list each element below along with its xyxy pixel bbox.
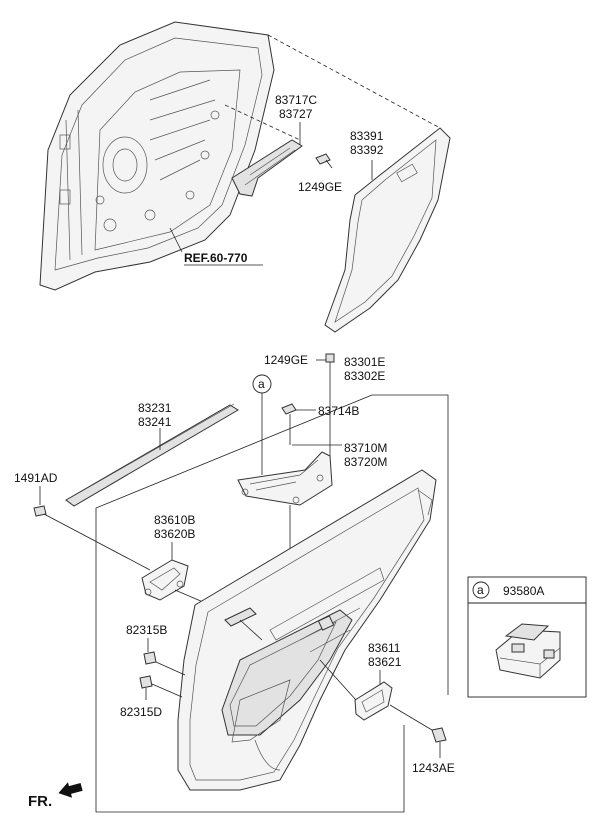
screw-1243ae — [431, 727, 447, 758]
screw-1249ge-top — [315, 153, 333, 169]
label-1249ge-top: 1249GE — [298, 180, 342, 194]
part-83710m-switch-panel — [237, 451, 333, 506]
label-83611: 83611 — [368, 641, 401, 655]
label-83610b: 83610B — [154, 513, 195, 527]
part-83610b-inner-handle — [141, 559, 189, 601]
window-switch-93580a — [495, 623, 561, 679]
label-82315d: 82315D — [120, 705, 162, 719]
label-83720m: 83720M — [344, 455, 387, 469]
label-fr: FR. — [28, 793, 52, 810]
door-trim-panel — [177, 469, 437, 791]
label-83621: 83621 — [368, 655, 402, 669]
label-83392: 83392 — [350, 143, 384, 157]
label-83727: 83727 — [279, 107, 313, 121]
door-inner-frame — [39, 21, 275, 291]
label-83620b: 83620B — [154, 527, 195, 541]
part-83611-bezel — [354, 681, 393, 721]
legend-part-93580a: 93580A — [503, 584, 544, 598]
clip-82315b — [143, 651, 157, 665]
clip-1491ad — [33, 505, 47, 517]
legend-callout-a — [472, 581, 490, 599]
part-83714b-clip — [281, 403, 297, 415]
label-83391: 83391 — [350, 129, 384, 143]
part-83391-seal — [324, 127, 451, 333]
label-83241: 83241 — [138, 415, 172, 429]
front-direction-arrow-icon — [58, 782, 83, 798]
legend-box: a 93580A — [467, 576, 587, 698]
label-83717c: 83717C — [275, 93, 317, 107]
label-83302e: 83302E — [344, 369, 385, 383]
part-83717c-bracket — [231, 139, 303, 197]
label-ref-60-770: REF.60-770 — [184, 251, 248, 265]
legend-letter: a — [477, 583, 484, 597]
label-1491ad: 1491AD — [14, 471, 58, 485]
clip-82315d — [139, 675, 153, 689]
label-83231: 83231 — [138, 401, 172, 415]
label-83301e: 83301E — [344, 355, 385, 369]
part-83231-belt-strip — [65, 403, 239, 507]
label-83714b: 83714B — [318, 404, 359, 418]
label-1243ae: 1243AE — [412, 761, 455, 775]
label-82315b: 82315B — [126, 623, 167, 637]
callout-a-letter: a — [258, 377, 265, 391]
label-1249ge-mid: 1249GE — [264, 353, 308, 367]
label-83710m: 83710M — [344, 441, 387, 455]
